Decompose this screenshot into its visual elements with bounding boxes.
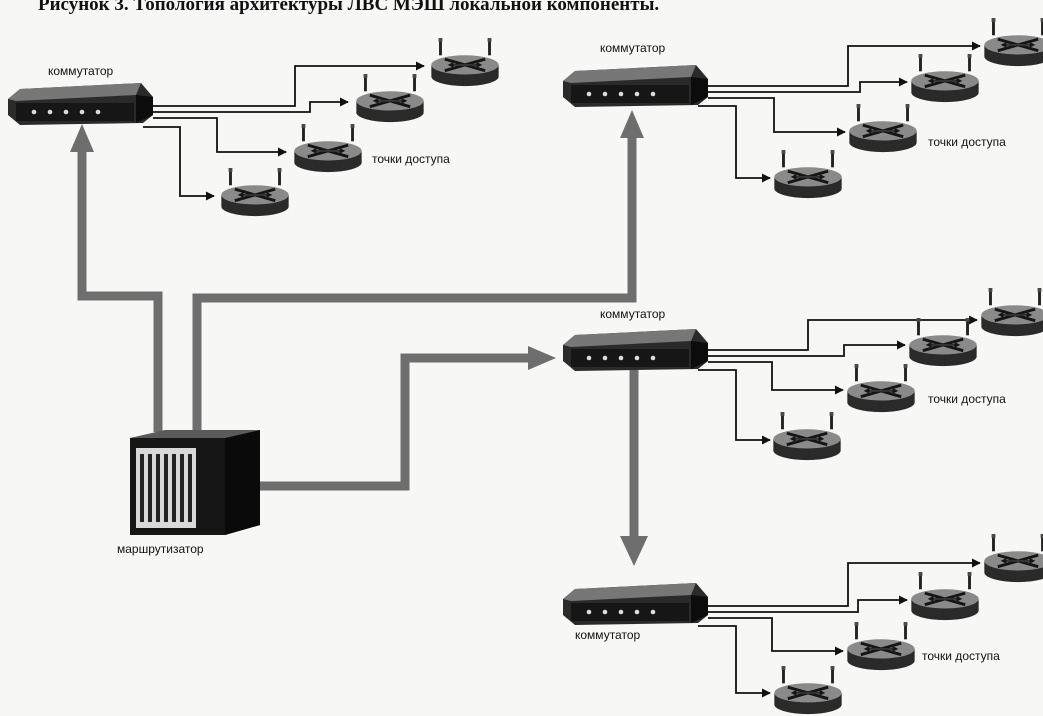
switch-label-bottom: коммутатор [575,628,641,642]
access-point [982,16,1043,68]
figure-caption: Рисунок 3. Топология архитектуры ЛВС МЭШ… [38,0,660,15]
router-icon [130,430,260,535]
access-points-label-bottom: точки доступа [922,649,1000,663]
link-router-to-switch-topright [192,136,637,432]
access-points-label-topleft: точки доступа [372,152,450,166]
access-point [845,620,917,672]
access-point [292,122,364,174]
segment-topleft: коммутатор точки доступа [8,36,501,218]
ap-links-topright [698,41,981,183]
access-point [771,410,843,462]
switch-label-middle: коммутатор [600,307,666,321]
ap-links-bottom [698,558,981,698]
access-points-label-topright: точки доступа [928,135,1006,149]
access-point [845,362,917,414]
switch-label-topright: коммутатор [600,41,666,55]
arrowhead-switch-topleft [70,124,94,152]
switch-bottom [563,583,708,625]
switch-label-topleft: коммутатор [48,64,114,78]
switch-middle [563,329,708,371]
access-point [772,664,844,716]
switch-topright [563,65,708,107]
access-point [219,166,291,218]
access-point [429,36,501,88]
segment-topright: коммутатор точки доступа [563,16,1043,200]
access-point [909,570,981,622]
ap-links-topleft [143,61,425,201]
access-point [907,316,979,368]
access-point [979,286,1043,338]
switch-topleft [8,83,153,125]
router-label: маршрутизатор [117,542,204,556]
arrowhead-switch-topright [620,110,644,138]
arrowhead-switch-middle [528,346,556,370]
access-point [354,72,426,124]
router-node: маршрутизатор [117,430,260,556]
ap-links-middle [698,315,978,445]
access-point [772,148,844,200]
access-points-label-middle: точки доступа [928,392,1006,406]
link-router-to-switch-middle [258,353,530,491]
router-uplinks [70,110,648,566]
arrowhead-switch-bottom [620,536,648,566]
access-point [847,102,919,154]
access-point [909,52,981,104]
segment-middle: коммутатор точки доступа [563,286,1043,462]
segment-bottom: коммутатор точки доступа [563,532,1043,716]
link-router-to-switch-topleft [77,150,163,432]
access-point [982,532,1043,584]
